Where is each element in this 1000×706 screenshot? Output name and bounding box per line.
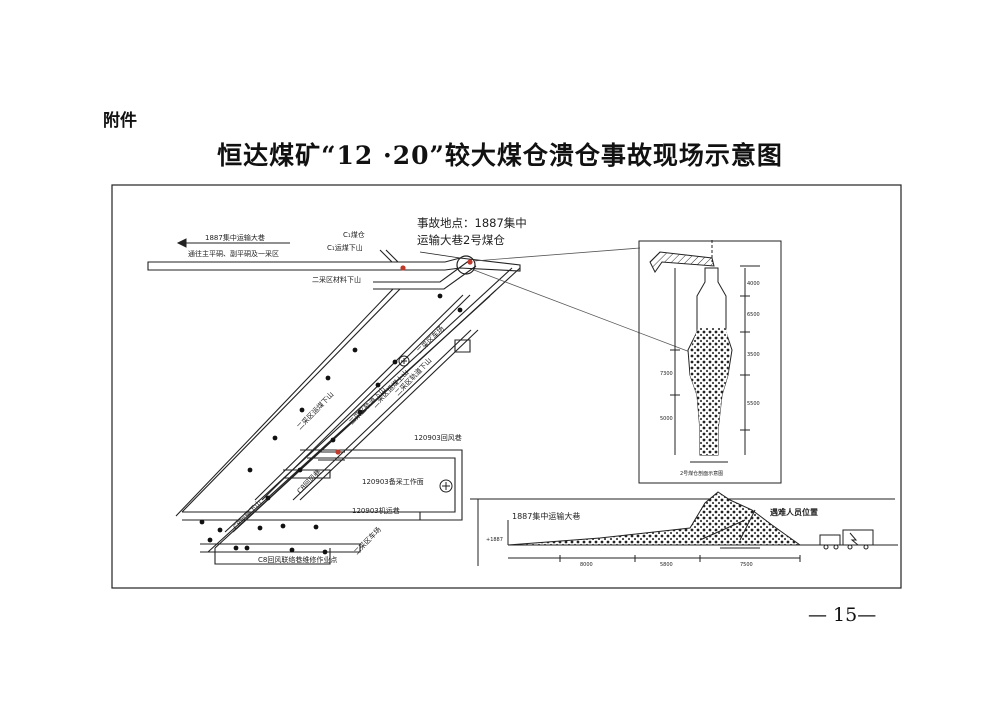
document-title: 恒达煤矿“12 ·20”较大煤仓溃仓事故现场示意图 bbox=[217, 141, 783, 170]
accident-site-line-2: 运输大巷2号煤仓 bbox=[417, 233, 505, 247]
bunker-dim-1: 6500 bbox=[747, 312, 760, 318]
label-working-face: 120903备采工作面 bbox=[362, 477, 424, 486]
roadway-markers bbox=[199, 293, 463, 555]
bunker-dim-5: 5000 bbox=[660, 416, 673, 422]
bunker-dim-0: 4000 bbox=[747, 281, 760, 287]
bunker-section bbox=[649, 240, 760, 463]
accident-markers bbox=[335, 259, 473, 455]
fan-icon bbox=[398, 355, 453, 493]
accident-site-line-1: 事故地点：1887集中 bbox=[417, 216, 527, 230]
label-area2-lower: 二采区车场 bbox=[352, 525, 383, 556]
section-dim-0: 8000 bbox=[580, 562, 593, 568]
bunker-section-frame bbox=[638, 240, 782, 484]
label-c8-connect: C8回风联络巷维修作业点 bbox=[258, 555, 337, 564]
bunker-caption: 2号煤仓剖面示意图 bbox=[680, 470, 723, 477]
label-area2-track-down: 二采区轨道下山 bbox=[347, 385, 388, 426]
label-to-shaft: 通往主平硐、副平硐及一采区 bbox=[188, 249, 279, 258]
section-dim-1: 5800 bbox=[660, 562, 673, 568]
label-return-airway: 120903回风巷 bbox=[414, 434, 462, 442]
plan-labels: 1887集中运输大巷 通往主平硐、副平硐及一采区 C₁煤仓 C₁运煤下山 二采区… bbox=[188, 230, 462, 564]
page-number: — 15— bbox=[808, 604, 877, 626]
label-haulage-roadway: 120903机运巷 bbox=[352, 506, 400, 515]
label-main-roadway: 1887集中运输大巷 bbox=[205, 233, 265, 242]
section-labels: 1887集中运输大巷 遇难人员位置 +1887 8000 5800 7500 bbox=[486, 507, 818, 568]
flow-arrow bbox=[176, 238, 290, 248]
section-roadway-name: 1887集中运输大巷 bbox=[512, 511, 580, 521]
accident-site-circle bbox=[456, 255, 476, 275]
accident-site-label: 事故地点：1887集中 运输大巷2号煤仓 bbox=[417, 216, 527, 247]
section-dim-2: 7500 bbox=[740, 562, 753, 568]
label-area2-material-down: 二采区材料下山 bbox=[312, 275, 361, 284]
bunker-dim-4: 7300 bbox=[660, 371, 673, 377]
bunker-dim-2: 3500 bbox=[747, 352, 760, 358]
annex-label: 附件 bbox=[103, 111, 137, 131]
bunker-dims: 4000 6500 3500 5500 7300 5000 2号煤仓剖面示意图 bbox=[660, 281, 760, 477]
label-c-coal-bunker: C₁煤仓 bbox=[343, 230, 365, 239]
section-elevation: +1887 bbox=[486, 537, 503, 543]
bunker-dim-3: 5500 bbox=[747, 401, 760, 407]
label-c-transport-down: C₁运煤下山 bbox=[327, 243, 363, 252]
roadway-plan bbox=[147, 249, 521, 565]
longitudinal-section bbox=[470, 491, 898, 566]
diagram-frame bbox=[111, 184, 902, 589]
victims-position: 遇难人员位置 bbox=[770, 507, 818, 517]
